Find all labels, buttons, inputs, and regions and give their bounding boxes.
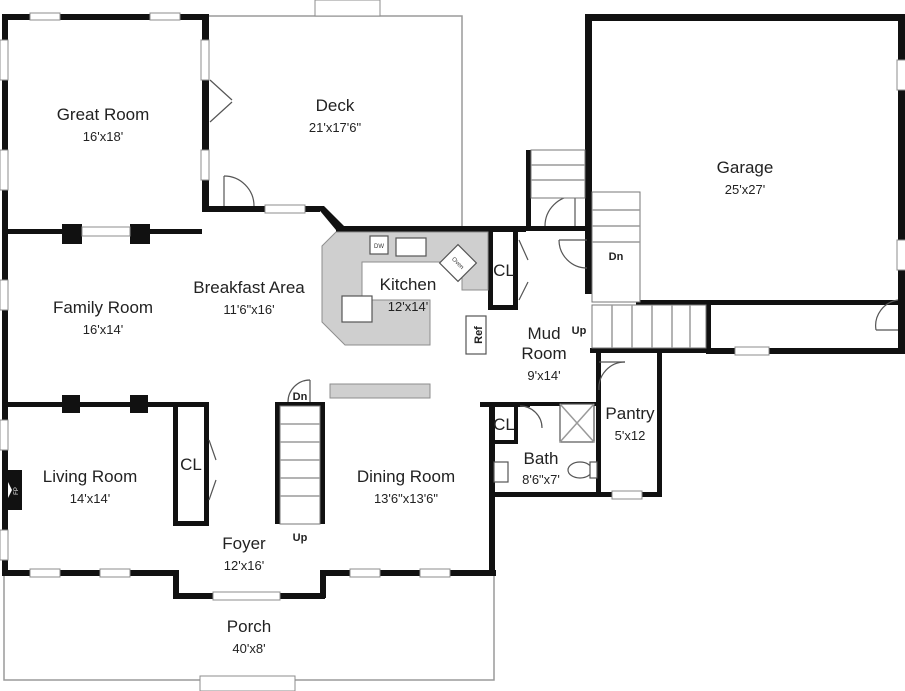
room-name: Garage bbox=[717, 158, 774, 177]
room-name: Deck bbox=[316, 96, 355, 115]
closet-label: CL bbox=[493, 415, 515, 434]
room-dimensions: 40'x8' bbox=[232, 641, 265, 656]
room-name: Bath bbox=[524, 449, 559, 468]
room-pantry: Pantry 5'x12 bbox=[605, 404, 655, 443]
room-name: Family Room bbox=[53, 298, 153, 317]
room-name: Living Room bbox=[43, 467, 138, 486]
closet-label: CL bbox=[493, 261, 515, 280]
room-dimensions: 13'6"x13'6" bbox=[374, 491, 438, 506]
room-great-room: Great Room 16'x18' bbox=[57, 105, 150, 144]
closet-label: CL bbox=[180, 455, 202, 474]
stair-down-label: Dn bbox=[609, 251, 624, 263]
room-dimensions: 16'x18' bbox=[83, 129, 123, 144]
room-dimensions: 12'x16' bbox=[224, 558, 264, 573]
room-dimensions: 12'x14' bbox=[388, 299, 428, 314]
kitchen-fixtures bbox=[321, 231, 489, 399]
room-dimensions: 11'6"x16' bbox=[223, 302, 274, 317]
dishwasher-label: DW bbox=[374, 244, 384, 250]
room-foyer: Foyer 12'x16' bbox=[222, 534, 266, 573]
room-name: Pantry bbox=[605, 404, 655, 423]
room-family-room: Family Room 16'x14' bbox=[53, 298, 153, 337]
refrigerator-label: Ref bbox=[473, 326, 485, 344]
room-name: Kitchen bbox=[380, 275, 437, 294]
room-name: Breakfast Area bbox=[193, 278, 305, 297]
room-dimensions: 16'x14' bbox=[83, 322, 123, 337]
stair-labels: Dn Up Dn Up bbox=[293, 251, 624, 544]
room-dimensions: 9'x14' bbox=[527, 368, 560, 383]
stair-down-label: Dn bbox=[293, 391, 308, 403]
fireplace-label: FP bbox=[14, 487, 20, 495]
room-dining-room: Dining Room 13'6"x13'6" bbox=[357, 467, 455, 506]
closet-labels: CL CL CL bbox=[180, 261, 515, 474]
room-living-room: Living Room 14'x14' bbox=[43, 467, 138, 506]
room-dimensions: 21'x17'6" bbox=[309, 120, 362, 135]
room-porch: Porch 40'x8' bbox=[227, 617, 271, 656]
deck-outline bbox=[205, 15, 463, 228]
room-dimensions: 8'6"x7' bbox=[522, 472, 560, 487]
room-bath: Bath 8'6"x7' bbox=[522, 449, 560, 487]
room-name: Dining Room bbox=[357, 467, 455, 486]
room-deck: Deck 21'x17'6" bbox=[309, 96, 362, 135]
room-garage: Garage 25'x27' bbox=[717, 158, 774, 197]
room-name: Great Room bbox=[57, 105, 150, 124]
room-name: Porch bbox=[227, 617, 271, 636]
room-name: Mud bbox=[527, 324, 560, 343]
room-name: Foyer bbox=[222, 534, 266, 553]
stairs bbox=[279, 149, 707, 525]
room-kitchen: Kitchen 12'x14' bbox=[380, 275, 437, 314]
room-mud-room: Mud Room 9'x14' bbox=[521, 324, 566, 383]
room-name: Room bbox=[521, 344, 566, 363]
room-dimensions: 25'x27' bbox=[725, 182, 765, 197]
room-dimensions: 14'x14' bbox=[70, 491, 110, 506]
room-breakfast-area: Breakfast Area 11'6"x16' bbox=[193, 278, 305, 317]
stair-up-label: Up bbox=[572, 325, 587, 337]
bath-fixtures bbox=[493, 403, 598, 483]
room-dimensions: 5'x12 bbox=[615, 428, 646, 443]
stair-up-label: Up bbox=[293, 532, 308, 544]
